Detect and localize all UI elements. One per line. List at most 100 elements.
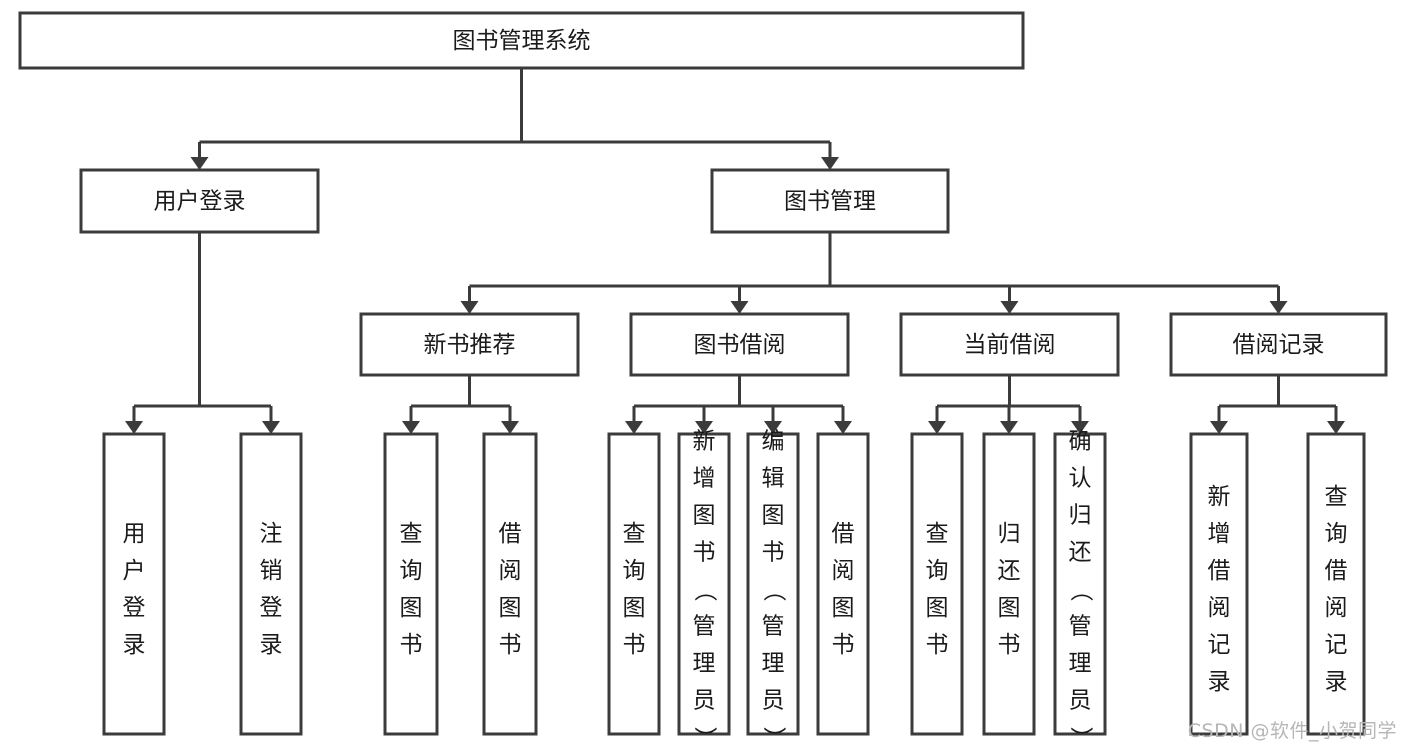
node-label-char: 阅 xyxy=(1325,595,1348,621)
node-label-char: 记 xyxy=(1325,632,1348,658)
node-current[interactable]: 当前借阅 xyxy=(899,312,1120,377)
node-label-char: 增 xyxy=(693,466,716,492)
node-label-char: 录 xyxy=(123,632,146,658)
node-label-char: 书 xyxy=(400,632,423,658)
node-label-char: 管 xyxy=(762,614,785,640)
arrow-head-icon xyxy=(730,301,749,314)
node-records[interactable]: 借阅记录 xyxy=(1169,312,1388,377)
node-borrow[interactable]: 图书借阅 xyxy=(629,312,850,377)
node-label-char: 询 xyxy=(926,558,949,584)
node-label-char: 新 xyxy=(1208,484,1231,510)
node-label-char: 图 xyxy=(926,595,949,621)
node-box xyxy=(239,432,303,736)
node-label-char: 编 xyxy=(762,429,785,455)
node-leaf-user-login[interactable]: 用户登录 xyxy=(102,432,166,736)
node-label-char: ） xyxy=(1068,727,1094,747)
arrow-head-icon xyxy=(1269,301,1288,314)
edge-layer xyxy=(125,68,1345,434)
arrow-head-icon xyxy=(1071,421,1089,434)
node-label: 图书管理 xyxy=(784,189,876,215)
arrow-head-icon xyxy=(1327,421,1345,434)
node-label: 当前借阅 xyxy=(964,332,1056,358)
edge-group-newbook xyxy=(402,375,519,434)
node-layer: 图书管理系统用户登录图书管理新书推荐图书借阅当前借阅借阅记录用户登录注销登录查询… xyxy=(18,11,1388,747)
node-label: 图书管理系统 xyxy=(453,28,591,54)
edge-group-login xyxy=(125,232,280,434)
node-label-char: 书 xyxy=(762,540,785,566)
node-box xyxy=(982,432,1036,736)
node-label-char: 登 xyxy=(260,595,283,621)
node-label-char: 员 xyxy=(762,688,785,714)
node-label-char: 员 xyxy=(693,688,716,714)
node-label-char: （ xyxy=(761,579,787,602)
node-label-char: 书 xyxy=(623,632,646,658)
edge-group-borrow xyxy=(625,375,852,434)
node-label-char: ） xyxy=(761,727,787,747)
node-box xyxy=(1306,432,1366,736)
arrow-head-icon xyxy=(1000,421,1018,434)
node-login[interactable]: 用户登录 xyxy=(79,168,320,234)
node-box xyxy=(607,432,661,736)
node-box xyxy=(102,432,166,736)
edge-group-current xyxy=(928,375,1089,434)
node-label-char: 录 xyxy=(1208,669,1231,695)
node-label-char: 图 xyxy=(623,595,646,621)
node-root[interactable]: 图书管理系统 xyxy=(18,11,1025,70)
node-label-char: 理 xyxy=(762,651,785,677)
node-label-char: 员 xyxy=(1069,688,1092,714)
node-box xyxy=(18,11,1025,70)
arrow-head-icon xyxy=(834,421,852,434)
node-label-char: 借 xyxy=(832,521,855,547)
arrow-head-icon xyxy=(501,421,519,434)
edge-group-root xyxy=(190,68,839,170)
node-label-char: 询 xyxy=(623,558,646,584)
arrow-head-icon xyxy=(125,421,143,434)
node-label-char: 书 xyxy=(998,632,1021,658)
node-label-char: 户 xyxy=(123,558,146,584)
arrow-head-icon xyxy=(928,421,946,434)
arrow-head-icon xyxy=(460,301,479,314)
node-label-char: 图 xyxy=(499,595,522,621)
node-box xyxy=(359,312,580,377)
node-label-char: 注 xyxy=(260,521,283,547)
node-box xyxy=(677,432,731,736)
node-bookmgmt[interactable]: 图书管理 xyxy=(710,168,950,234)
arrow-head-icon xyxy=(1000,301,1019,314)
node-label-char: 确 xyxy=(1069,429,1092,455)
node-label-char: 销 xyxy=(260,558,283,584)
node-label-char: 阅 xyxy=(499,558,522,584)
node-label-char: 借 xyxy=(1325,558,1348,584)
arrow-head-icon xyxy=(262,421,280,434)
edge-group-bookmgmt xyxy=(460,232,1288,314)
node-label-char: （ xyxy=(1068,579,1094,602)
node-label-char: 记 xyxy=(1208,632,1231,658)
node-label-char: 书 xyxy=(693,540,716,566)
node-label-char: 还 xyxy=(1069,540,1092,566)
node-box xyxy=(910,432,964,736)
node-label-char: 图 xyxy=(400,595,423,621)
node-label-char: 录 xyxy=(260,632,283,658)
node-box xyxy=(816,432,870,736)
node-label-char: 归 xyxy=(998,521,1021,547)
node-label-char: 管 xyxy=(693,614,716,640)
arrow-head-icon xyxy=(695,421,713,434)
node-label-char: 归 xyxy=(1069,503,1092,529)
node-newbook[interactable]: 新书推荐 xyxy=(359,312,580,377)
node-box xyxy=(482,432,538,736)
arrow-head-icon xyxy=(1210,421,1228,434)
node-box xyxy=(710,168,950,234)
edge-group-records xyxy=(1210,375,1345,434)
